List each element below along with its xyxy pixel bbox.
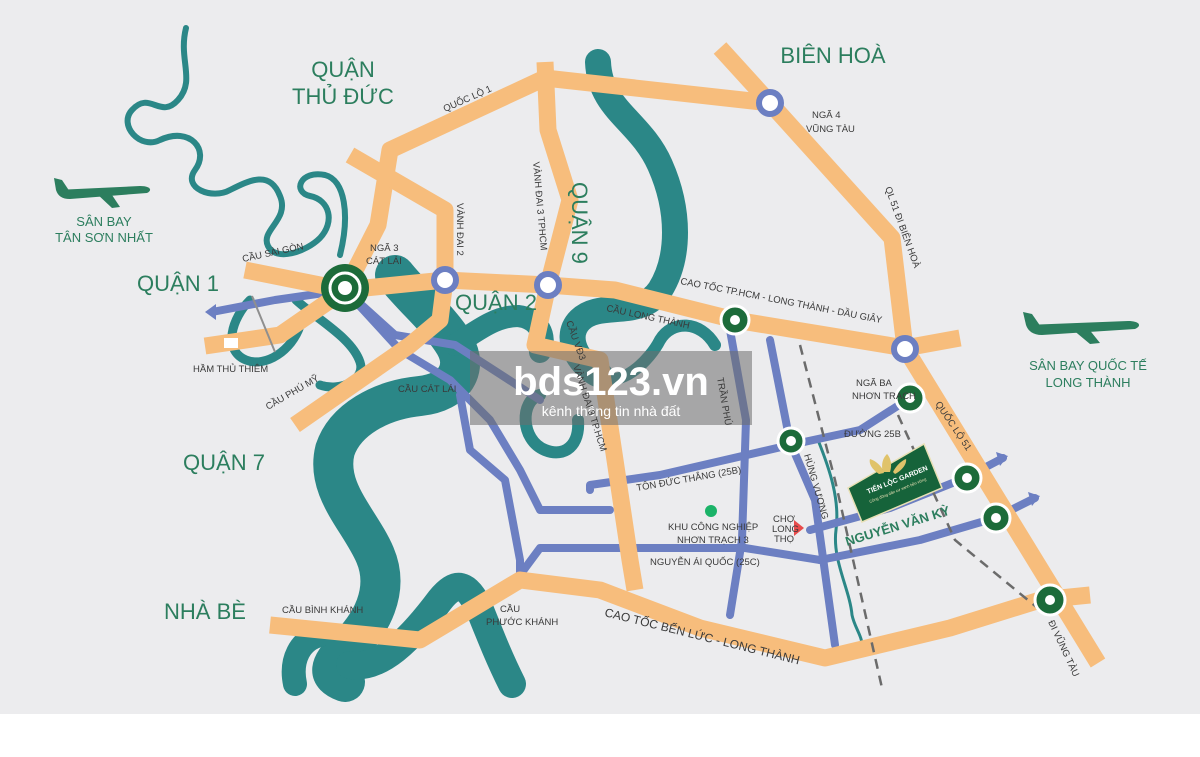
label-kcn-line2: NHƠN TRẠCH 3 [677, 535, 749, 546]
label-cau-cat-lai: CẦU CÁT LÁI [398, 384, 456, 395]
label-cho-line2: LONG [772, 524, 799, 535]
road-arrows [205, 304, 1040, 506]
label-nga-ba-line1: NGÃ BA [856, 378, 893, 389]
airplane-icon [54, 178, 151, 208]
tunnel-portal [224, 338, 238, 348]
project-box: TIẾN LỘC GARDEN Công đồng dân cư xanh bề… [847, 442, 943, 523]
label-duong-25b: ĐƯỜNG 25B [844, 429, 901, 440]
watermark: bds123.vn kênh thông tin nhà đất [470, 351, 752, 425]
project-logo-icon [869, 454, 907, 474]
interchange-icon [321, 264, 369, 312]
label-kcn-line1: KHU CÔNG NGHIỆP [668, 522, 758, 533]
district-quan1: QUẬN 1 [137, 271, 219, 296]
roundabout-icon [431, 89, 919, 363]
watermark-brand: bds123.vn [513, 360, 709, 404]
label-cho-line1: CHỢ [773, 514, 795, 525]
label-cau-pk-line1: CẦU [500, 604, 520, 615]
label-nga-ba-line2: NHƠN TRẠCH [852, 391, 916, 402]
market-marker-icon [794, 520, 804, 536]
label-cau-pk-line2: PHƯỚC KHÁNH [486, 617, 558, 628]
label-nga3-line2: CÁT LÁI [366, 256, 402, 267]
airport-lt-line2: LONG THÀNH [1046, 375, 1131, 390]
airport-lt-line1: SÂN BAY QUỐC TẾ [1029, 358, 1147, 373]
label-cau-binh-khanh: CẦU BÌNH KHÁNH [282, 605, 363, 616]
tunnel-line [251, 295, 276, 353]
airplane-icon [1023, 312, 1140, 344]
airport-tsn-line2: TÂN SƠN NHẤT [55, 230, 153, 245]
district-labels: QUẬN THỦ ĐỨC BIÊN HOÀ QUẬN 1 QUẬN 2 QUẬN… [137, 43, 886, 624]
district-quan7: QUẬN 7 [183, 450, 265, 475]
label-nga4-line1: NGÃ 4 [812, 110, 841, 121]
label-ham-thu-thiem: HẦM THỦ THIÊM [193, 363, 268, 375]
railway [798, 344, 1041, 689]
label-nga3-line1: NGÃ 3 [370, 243, 399, 254]
district-quan9: QUẬN 9 [567, 182, 592, 264]
district-thu-duc-line2: THỦ ĐỨC [292, 84, 394, 109]
label-cho-line3: THỌ [774, 534, 794, 545]
district-nha-be: NHÀ BÈ [164, 599, 246, 624]
district-quan2: QUẬN 2 [455, 290, 537, 315]
watermark-tagline: kênh thông tin nhà đất [542, 403, 681, 419]
interchange-icon [730, 315, 1055, 605]
airport-labels: SÂN BAY TÂN SƠN NHẤT SÂN BAY QUỐC TẾ LON… [55, 214, 1147, 390]
district-bien-hoa: BIÊN HOÀ [780, 43, 885, 68]
district-thu-duc-line1: QUẬN [311, 57, 375, 82]
label-nguyen-ai-quoc: NGUYỄN ÁI QUỐC (25C) [650, 556, 760, 568]
label-vd2: VÀNH ĐAI 2 [454, 203, 465, 256]
industrial-park-dot [705, 505, 717, 517]
airport-tsn-line1: SÂN BAY [76, 214, 132, 229]
label-nga4-line2: VŨNG TÀU [806, 124, 855, 135]
